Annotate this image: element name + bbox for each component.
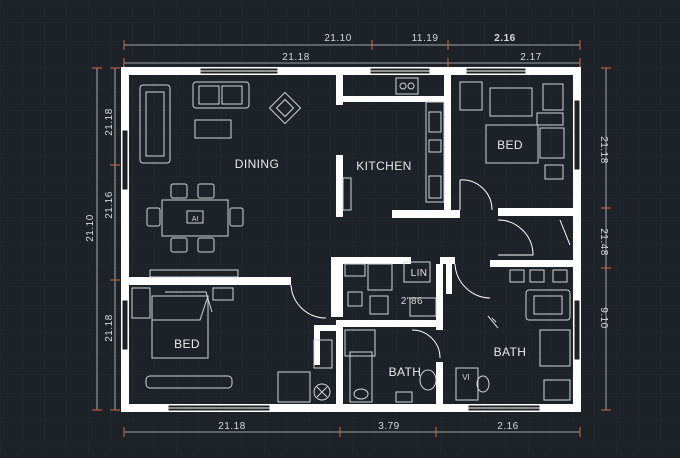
bath-right-fixtures xyxy=(455,269,571,401)
wall-top xyxy=(121,67,581,75)
dim-top-inner-1: 21.18 xyxy=(282,52,310,63)
wall-dining-kitchen-low xyxy=(336,155,343,217)
table-marker: AI xyxy=(192,216,199,223)
bedroom-top-furniture xyxy=(459,81,565,180)
kitchen-furniture xyxy=(342,77,445,211)
dim-bottom-2: 3.79 xyxy=(378,421,399,432)
wall-bottom xyxy=(121,404,581,412)
wall-bath-center-top xyxy=(336,320,443,327)
wall-kitchen-bottom xyxy=(392,210,460,218)
wall-bath-center-left xyxy=(336,320,343,404)
dim-right-2: 21.48 xyxy=(598,228,609,256)
wall-hall-top xyxy=(331,257,411,264)
wall-bath-center-right-top xyxy=(436,264,443,330)
closet-dimension: 2"86 xyxy=(401,296,423,307)
dim-right-1: 21.18 xyxy=(598,136,609,164)
hall-fixtures xyxy=(344,261,437,317)
room-label-bath-center: BATH xyxy=(389,365,422,379)
wall-right xyxy=(573,67,581,412)
room-label-dining: DINING xyxy=(235,157,279,171)
dim-left-1: 21.18 xyxy=(104,108,115,136)
dim-right-3: 9.10 xyxy=(598,307,609,328)
wall-bath-center-right xyxy=(436,362,443,404)
wall-hall-top-2 xyxy=(440,257,455,264)
wall-closet xyxy=(314,325,336,331)
room-label-bed-bottom: BED xyxy=(174,337,200,351)
room-label-kitchen: KITCHEN xyxy=(356,159,411,173)
dim-top-3: 2.16 xyxy=(494,33,515,44)
bath-center-fixtures xyxy=(344,329,437,403)
dim-bottom-1: 21.18 xyxy=(218,421,246,432)
dim-left-2: 21.16 xyxy=(104,191,115,219)
wall-bed-bottom xyxy=(498,208,573,216)
wall-closet-side xyxy=(314,325,320,365)
dim-left-outer: 21.10 xyxy=(85,214,96,242)
dim-top-inner-2: 2.17 xyxy=(520,52,541,63)
wall-left xyxy=(121,67,129,412)
dining-furniture xyxy=(139,81,302,278)
room-label-bath-right: BATH xyxy=(494,345,527,359)
wall-mid-left xyxy=(129,277,291,285)
wc-marker: VI xyxy=(462,373,470,382)
doors xyxy=(290,179,571,359)
wall-mid-pillar xyxy=(331,257,343,317)
dim-top-1: 21.10 xyxy=(324,33,352,44)
dim-top-2: 11.19 xyxy=(412,33,439,44)
wall-dining-kitchen-top xyxy=(336,75,343,105)
wall-kitchen-right xyxy=(444,75,451,218)
wall-kitchen-top xyxy=(336,96,444,102)
windows xyxy=(121,67,581,412)
room-label-bed-top: BED xyxy=(497,138,523,152)
wall-bath-right-left xyxy=(446,264,452,294)
dim-left-3: 21.18 xyxy=(104,314,115,342)
dimension-lines xyxy=(92,40,611,437)
bedroom-bottom-furniture xyxy=(131,287,333,403)
dim-bottom-3: 2.16 xyxy=(497,421,518,432)
walls xyxy=(121,67,581,412)
room-label-linen: LIN xyxy=(411,268,428,279)
wall-bath-top xyxy=(490,260,573,267)
